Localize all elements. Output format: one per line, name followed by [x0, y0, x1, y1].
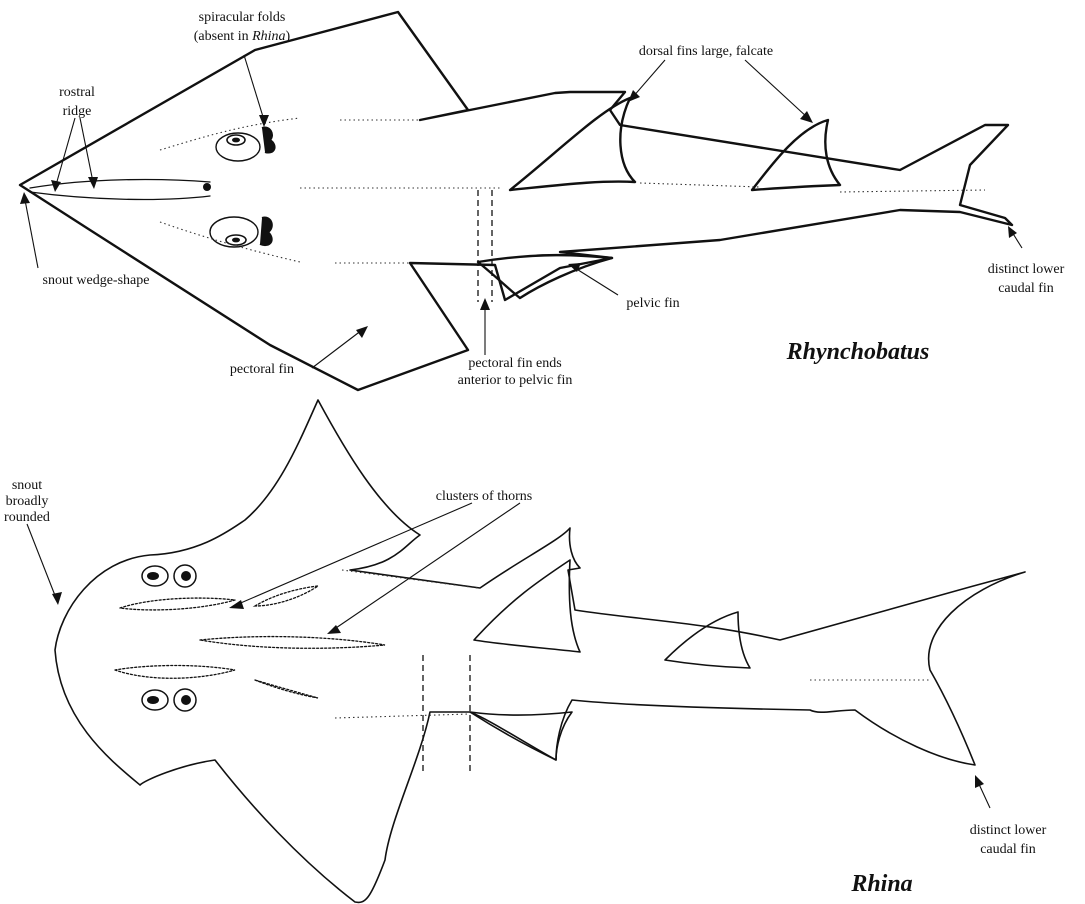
title-rhynchobatus: Rhynchobatus	[786, 339, 930, 365]
label-rhina-lower-caudal-line2: caudal fin	[980, 842, 1036, 857]
rhynchobatus-first-dorsal-fin	[510, 98, 635, 190]
rhina-thorns-lower-head	[115, 666, 235, 679]
label-dorsal-fins: dorsal fins large, falcate	[639, 44, 773, 59]
rhina-thorns-mid-ridge	[200, 637, 385, 649]
label-pectoral-fin-ends-line2: anterior to pelvic fin	[458, 373, 573, 388]
rhynchobatus-nostril	[203, 183, 211, 191]
rhina-back-line-lower	[335, 714, 470, 718]
label-snout-wedge-shape: snout wedge-shape	[43, 273, 150, 288]
rhina-lower-eye	[142, 689, 196, 711]
label-pectoral-fin: pectoral fin	[230, 362, 294, 377]
rhynchobatus-rostral-ridge-lower	[30, 192, 210, 199]
rhynchobatus-thorn-row-rear	[640, 183, 760, 187]
rhynchobatus-lower-eye	[210, 217, 272, 247]
label-pectoral-fin-ends-line1: pectoral fin ends	[468, 356, 561, 371]
label-rostral-ridge-line2: ridge	[63, 104, 92, 119]
rhina-second-dorsal-fin	[665, 612, 750, 668]
rhynchobatus-body-outline	[20, 12, 1012, 390]
rhina-upper-eye	[142, 565, 196, 587]
label-pelvic-fin: pelvic fin	[626, 296, 679, 311]
rhina-thorns-upper-shoulder	[255, 586, 318, 606]
rhynchobatus-second-dorsal-fin	[752, 120, 840, 190]
rhina-first-dorsal-fin	[474, 560, 580, 652]
label-rhynchobatus-lower-caudal-line2: caudal fin	[998, 281, 1054, 296]
rhina-leader-lines	[27, 503, 990, 808]
label-rostral-ridge-line1: rostral	[59, 85, 95, 100]
rhynchobatus-head-line-lower	[160, 222, 300, 262]
rhina-thorns-upper-head	[120, 598, 235, 610]
rhina-body-outline	[55, 400, 1025, 902]
label-snout-line1: snout	[12, 478, 42, 493]
rhynchobatus-leader-lines	[20, 55, 1022, 368]
rhynchobatus-upper-eye	[216, 127, 275, 161]
rhina-thorns-lower-shoulder	[255, 680, 318, 698]
rhina-drawing	[55, 400, 1025, 902]
rhynchobatus-drawing	[20, 12, 1012, 390]
label-rhina-lower-caudal-line1: distinct lower	[970, 823, 1047, 838]
label-snout-line2: broadly	[6, 494, 49, 509]
label-rhynchobatus-lower-caudal-line1: distinct lower	[988, 262, 1065, 277]
title-rhina: Rhina	[850, 871, 912, 897]
label-spiracular-folds: spiracular folds	[199, 10, 286, 25]
label-snout-line3: rounded	[4, 510, 50, 525]
label-clusters-of-thorns: clusters of thorns	[436, 489, 532, 504]
label-absent-in-rhina: (absent in Rhina)	[194, 29, 291, 44]
